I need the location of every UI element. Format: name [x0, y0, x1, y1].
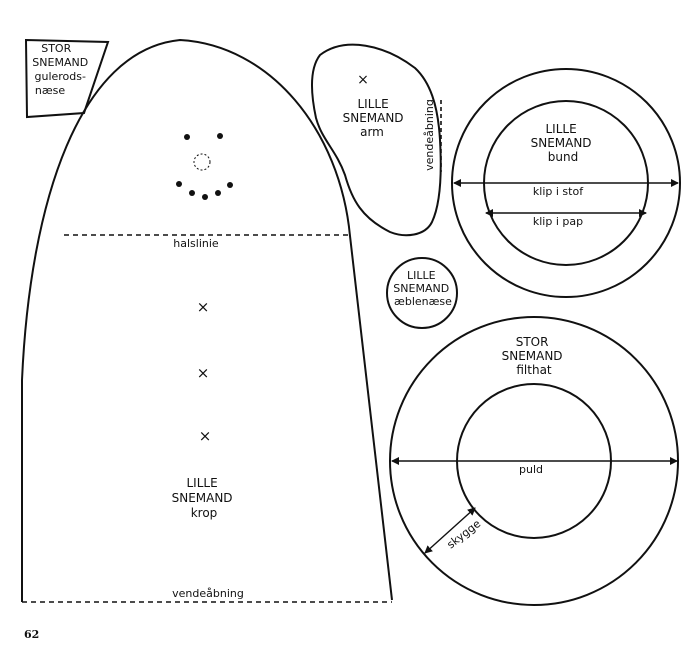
- body-piece: halslinie vendeåbning × × × LILLE SNEMAN…: [21, 38, 393, 603]
- brim-arrow: [424, 507, 476, 554]
- apple-nose-piece: LILLE SNEMAND æblenæse: [386, 257, 458, 329]
- mouth-dot-3: [202, 194, 208, 200]
- felt-hat-piece: STOR SNEMAND filthat puld skygge: [389, 316, 679, 606]
- button-mark-3: ×: [199, 427, 212, 445]
- bottom-opening-label: vendeåbning: [172, 587, 244, 600]
- base-outer-circle: [451, 68, 681, 298]
- arm-placement-mark: ×: [357, 72, 369, 88]
- button-mark-2: ×: [197, 364, 210, 382]
- mouth-dot-5: [227, 182, 233, 188]
- base-piece: LILLE SNEMAND bund klip i stof klip i pa…: [451, 68, 681, 298]
- carrot-nose-piece: STOR SNEMAND gulerods- næse: [24, 38, 110, 119]
- apple-nose-circle: [386, 257, 458, 329]
- arm-opening-label: vendeåbning: [423, 99, 436, 171]
- cut-fabric-label: klip i stof: [533, 185, 584, 198]
- mouth-dot-1: [176, 181, 182, 187]
- cut-cardboard-label: klip i pap: [533, 215, 583, 228]
- page-number: 62: [24, 628, 39, 641]
- face-marks: [176, 133, 233, 200]
- carrot-nose-label: STOR SNEMAND gulerods- næse: [32, 42, 91, 97]
- neck-line-label: halslinie: [173, 237, 219, 250]
- eye-right: [217, 133, 223, 139]
- base-label: LILLE SNEMAND bund: [531, 122, 596, 164]
- arm-piece: × LILLE SNEMAND arm vendeåbning: [310, 43, 442, 237]
- body-label: LILLE SNEMAND krop: [172, 476, 237, 520]
- hat-outer-circle: [389, 316, 679, 606]
- mouth-dot-2: [189, 190, 195, 196]
- eye-left: [184, 134, 190, 140]
- apple-nose-label: LILLE SNEMAND æblenæse: [393, 269, 452, 308]
- crown-label: puld: [519, 463, 543, 476]
- hat-label: STOR SNEMAND filthat: [502, 335, 567, 377]
- mouth-dot-4: [215, 190, 221, 196]
- arm-outline: [310, 43, 442, 237]
- body-outline: [21, 38, 393, 602]
- button-mark-1: ×: [197, 298, 210, 316]
- nose-placement: [193, 153, 211, 171]
- arm-label: LILLE SNEMAND arm: [343, 97, 408, 139]
- brim-label: skygge: [444, 517, 483, 551]
